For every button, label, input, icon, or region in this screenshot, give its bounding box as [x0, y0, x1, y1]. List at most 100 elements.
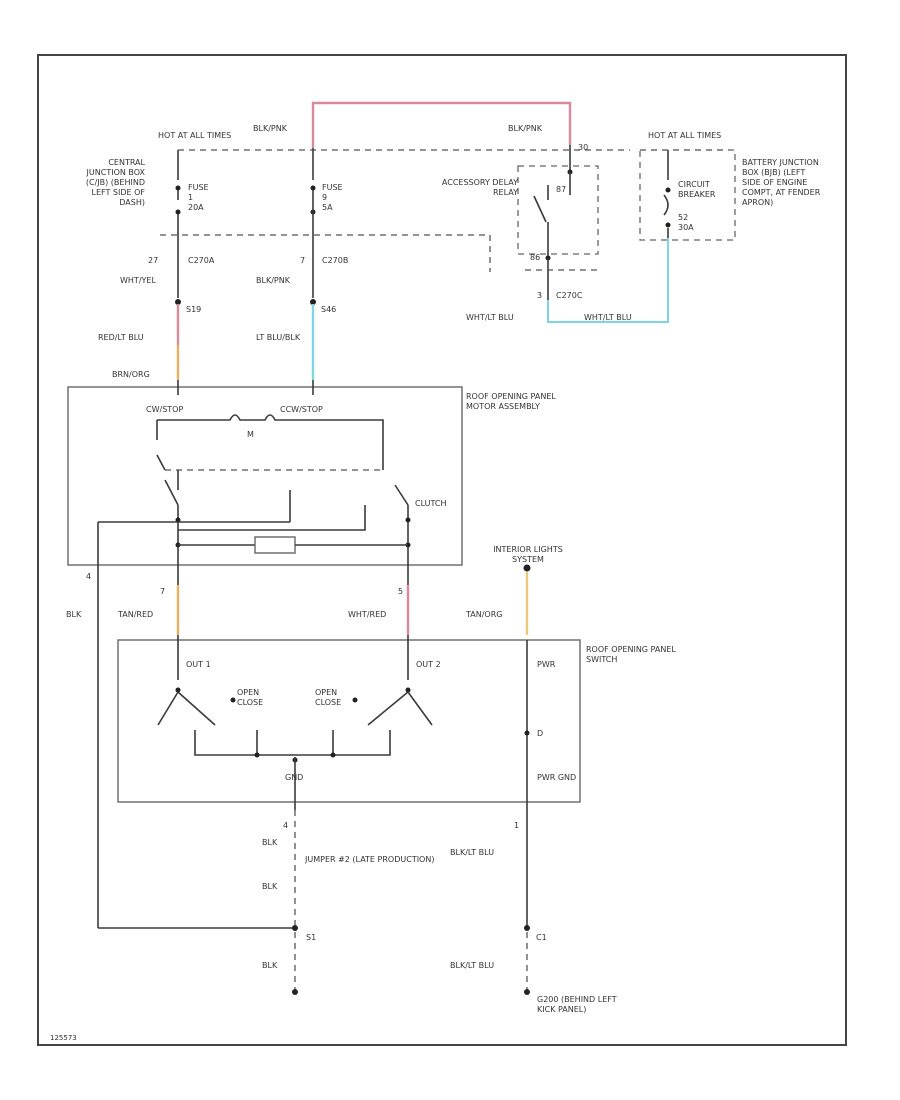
label-clutch: CLUTCH — [415, 499, 447, 508]
fuse1-dot-a — [175, 185, 181, 191]
label-hot-right: HOT AT ALL TIMES — [648, 131, 721, 140]
label-wire-blk: BLK — [66, 610, 82, 619]
label-central-junction-box: CENTRAL JUNCTION BOX (C/JB) (BEHIND LEFT… — [86, 158, 145, 207]
label-splice-s46: S46 — [321, 305, 336, 314]
motor-assembly-box — [67, 386, 463, 566]
label-fuse1: FUSE — [188, 183, 209, 192]
label-wire-blk-4: BLK — [262, 961, 278, 970]
label-wire-blk-pnk-right: BLK/PNK — [508, 124, 543, 133]
motor-node-3 — [405, 517, 411, 523]
switch-assembly-box — [117, 639, 581, 803]
splice-s1-dot — [292, 925, 298, 931]
fuse1-dot-b — [175, 209, 181, 215]
fuse2-dot-a — [310, 185, 316, 191]
wire-wht-lt-blu-cyan — [547, 238, 669, 323]
label-circuit-breaker-num: 52 — [678, 213, 688, 222]
label-c270b-pin: 7 — [300, 256, 305, 265]
out1-blade-left — [157, 691, 179, 726]
label-splice-s1: S1 — [306, 933, 316, 942]
label-pwr: PWR — [537, 660, 556, 669]
label-wire-brn-org: BRN/ORG — [112, 370, 150, 379]
label-pin-4: 4 — [86, 572, 91, 581]
ground-left-dot — [292, 989, 298, 995]
splice-c1-dot — [524, 925, 530, 931]
splice-s19-dot — [175, 299, 181, 305]
label-pin-4b: 4 — [283, 821, 288, 830]
label-fuse1-amp: 20A — [188, 203, 204, 212]
label-wire-blk-pnk-left: BLK/PNK — [253, 124, 288, 133]
label-pin-d: D — [537, 729, 543, 738]
label-relay-30: 30 — [578, 143, 588, 152]
label-splice-c1: C1 — [536, 933, 547, 942]
circuit-breaker-symbol — [663, 194, 669, 216]
motor-left-switch — [156, 454, 166, 471]
label-pin-7: 7 — [160, 587, 165, 596]
label-wire-wht-red: WHT/RED — [348, 610, 386, 619]
gnd-node-2 — [330, 752, 336, 758]
top-pink-wire — [311, 101, 572, 148]
label-fuse2-amp: 5A — [322, 203, 333, 212]
motor-clutch-link — [178, 505, 366, 531]
cb-dot-b — [665, 222, 671, 228]
footer-code: 125573 — [50, 1034, 77, 1042]
out2-blade-right — [407, 691, 433, 726]
label-battery-junction-box: BATTERY JUNCTION BOX (BJB) (LEFT SIDE OF… — [742, 158, 820, 207]
out1-blade-right — [177, 691, 216, 726]
label-pin-1: 1 — [514, 821, 519, 830]
pin-d-dot — [524, 730, 530, 736]
label-wire-wht-lt-blu: WHT/LT BLU — [466, 313, 514, 322]
label-accessory-relay: ACCESSORY DELAY RELAY — [442, 178, 518, 197]
label-jumper: JUMPER #2 (LATE PRODUCTION) — [305, 855, 434, 864]
label-open-close-right: OPEN CLOSE — [315, 688, 341, 707]
label-c270a: C270A — [188, 256, 215, 265]
out2-blade-left — [367, 691, 409, 726]
ground-right-dot — [524, 989, 530, 995]
motor-link — [157, 414, 384, 470]
label-ground-g200: G200 (BEHIND LEFT KICK PANEL) — [537, 995, 617, 1014]
label-splice-s19: S19 — [186, 305, 201, 314]
battery-junction-box — [639, 149, 736, 241]
label-wire-blk-lt-blu-2: BLK/LT BLU — [450, 961, 494, 970]
label-pwr-gnd: PWR GND — [537, 773, 576, 782]
out1-dot — [175, 687, 181, 693]
switch-gnd-bus — [194, 730, 391, 756]
label-cw: CCW/STOP — [280, 405, 323, 414]
label-wire-lt-blu-blk: LT BLU/BLK — [256, 333, 301, 342]
label-c270c: C270C — [556, 291, 583, 300]
cb-dot-a — [665, 187, 671, 193]
label-wire-red-lt-blu: RED/LT BLU — [98, 333, 144, 342]
label-wire-wht-yel: WHT/YEL — [120, 276, 156, 285]
label-fuse2: FUSE — [322, 183, 343, 192]
close-r-contact — [352, 697, 358, 703]
label-switch-assembly: ROOF OPENING PANEL SWITCH — [586, 645, 676, 664]
label-ccw: CW/STOP — [146, 405, 183, 414]
label-relay-87: 87 — [556, 185, 566, 194]
label-fuse1-num: 1 — [188, 193, 193, 202]
label-motor-assembly: ROOF OPENING PANEL MOTOR ASSEMBLY — [466, 392, 556, 411]
label-out1: OUT 1 — [186, 660, 211, 669]
label-interior-lights: INTERIOR LIGHTS SYSTEM — [493, 545, 563, 564]
out2-dot — [405, 687, 411, 693]
label-fuse2-num: 9 — [322, 193, 327, 202]
label-out2: OUT 2 — [416, 660, 441, 669]
splice-s46-dot — [310, 299, 316, 305]
label-wire-blk-pnk-2: BLK/PNK — [256, 276, 291, 285]
label-c270b: C270B — [322, 256, 348, 265]
label-wire-wht-lt-blu-2: WHT/LT BLU — [584, 313, 632, 322]
label-wire-blk-lt-blu: BLK/LT BLU — [450, 848, 494, 857]
label-circuit-breaker: CIRCUIT BREAKER — [678, 180, 715, 199]
label-wire-blk-2: BLK — [262, 838, 278, 847]
relay-contact — [533, 195, 547, 223]
accessory-relay-box — [517, 165, 599, 255]
interior-lights-dot — [523, 564, 531, 572]
label-hot-left: HOT AT ALL TIMES — [158, 131, 231, 140]
label-pin-5: 5 — [398, 587, 403, 596]
label-open-close-left: OPEN CLOSE — [237, 688, 263, 707]
label-circuit-breaker-amp: 30A — [678, 223, 694, 232]
label-motor-m: M — [247, 430, 254, 439]
label-wire-blk-3: BLK — [262, 882, 278, 891]
open-l-contact — [230, 697, 236, 703]
gnd-node-1 — [254, 752, 260, 758]
label-c270c-pin: 3 — [537, 291, 542, 300]
